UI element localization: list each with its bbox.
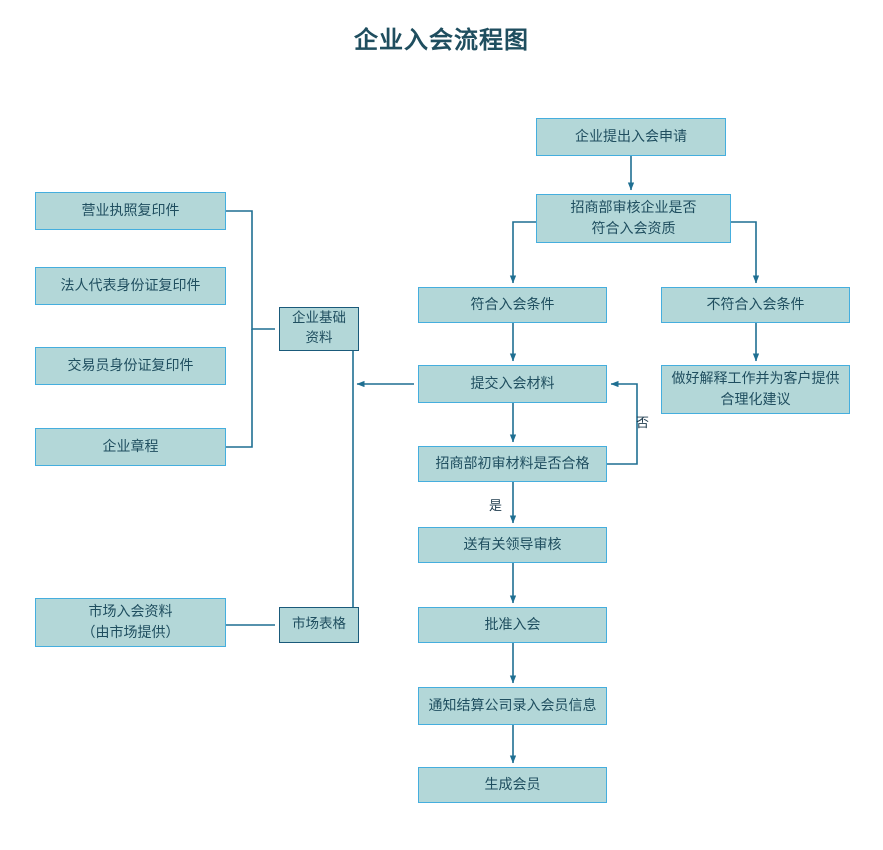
edge-charter-basedata [226,329,253,448]
node-review-qualification[interactable]: 招商部审核企业是否 符合入会资质 [536,194,731,243]
node-submit-materials[interactable]: 提交入会材料 [418,365,607,403]
edge-license-basedata [226,210,275,330]
node-member-created[interactable]: 生成会员 [418,767,607,803]
node-base-data[interactable]: 企业基础 资料 [279,307,359,351]
node-qualified[interactable]: 符合入会条件 [418,287,607,323]
node-precheck-materials[interactable]: 招商部初审材料是否合格 [418,446,607,482]
edge-label-no: 否 [636,416,650,431]
edge-label-yes: 是 [489,499,503,514]
edge-precheck-submit-loop [607,380,638,465]
node-legal-rep-id[interactable]: 法人代表身份证复印件 [35,267,226,305]
node-market-materials[interactable]: 市场入会资料 （由市场提供） [35,598,226,647]
node-notify-clearing[interactable]: 通知结算公司录入会员信息 [418,687,607,725]
node-company-charter[interactable]: 企业章程 [35,428,226,466]
edge-marketform-trunk [352,384,359,626]
node-apply[interactable]: 企业提出入会申请 [536,118,726,156]
node-trader-id[interactable]: 交易员身份证复印件 [35,347,226,385]
edge-review-qualified [509,221,536,284]
node-explain-advice[interactable]: 做好解释工作并为客户提供 合理化建议 [661,365,850,414]
edge-review-unqualified [731,221,760,284]
node-leader-review[interactable]: 送有关领导审核 [418,527,607,563]
node-business-license[interactable]: 营业执照复印件 [35,192,226,230]
node-unqualified[interactable]: 不符合入会条件 [661,287,850,323]
node-approve-membership[interactable]: 批准入会 [418,607,607,643]
node-market-form[interactable]: 市场表格 [279,607,359,643]
page-title: 企业入会流程图 [354,26,529,54]
